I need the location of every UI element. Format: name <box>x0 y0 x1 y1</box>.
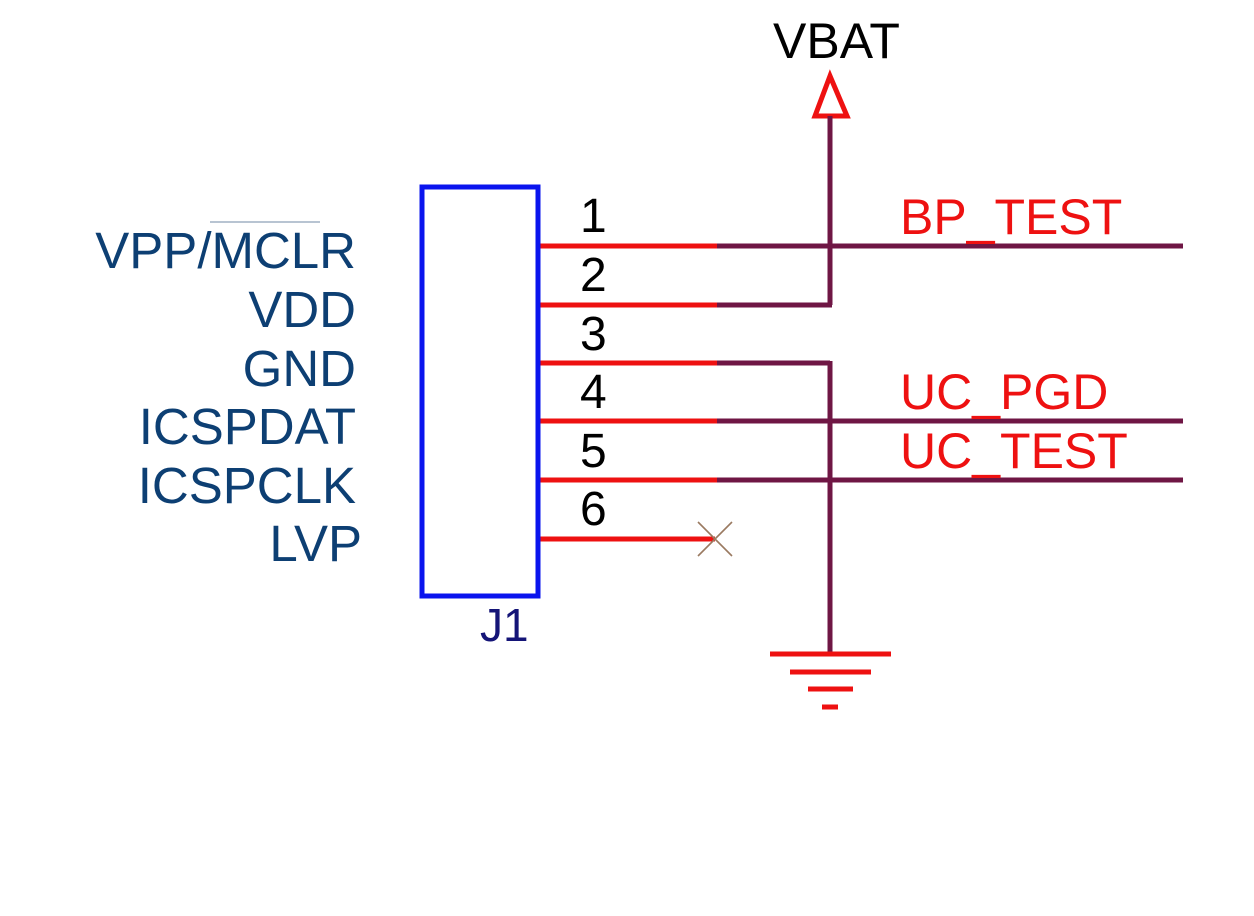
arrow-power-icon <box>811 69 851 119</box>
net-label-uc-pgd: UC_PGD <box>900 364 1108 420</box>
pin-number-6: 6 <box>580 483 607 536</box>
pin-numbers: 1 2 3 4 5 6 <box>580 190 607 536</box>
pin-number-4: 4 <box>580 366 607 419</box>
ground-icon <box>770 651 891 710</box>
pin-number-2: 2 <box>580 249 607 302</box>
vbat-label: VBAT <box>773 13 900 69</box>
net-label-uc-test: UC_TEST <box>900 423 1128 479</box>
pin-name-4: ICSPDAT <box>139 398 356 455</box>
net-label-bp-test: BP_TEST <box>900 189 1122 245</box>
pin-name-2: VDD <box>248 281 356 338</box>
pin-number-1: 1 <box>580 190 607 243</box>
net-labels: BP_TEST UC_PGD UC_TEST <box>900 189 1128 479</box>
pin-name-5: ICSPCLK <box>138 457 356 514</box>
wires <box>715 116 1183 653</box>
pin-names: VPP/MCLR VDD GND ICSPDAT ICSPCLK LVP <box>95 222 362 572</box>
pins <box>538 243 717 542</box>
designator-label: J1 <box>480 599 529 651</box>
pin-name-1: VPP/MCLR <box>95 222 356 279</box>
pin-number-5: 5 <box>580 425 607 478</box>
pin-name-6: LVP <box>269 515 362 572</box>
pin-name-3: GND <box>243 340 356 397</box>
connector-body <box>419 184 541 599</box>
pin-number-3: 3 <box>580 308 607 361</box>
vbat-power-symbol: VBAT <box>773 13 900 119</box>
no-connect-icon <box>697 521 733 557</box>
